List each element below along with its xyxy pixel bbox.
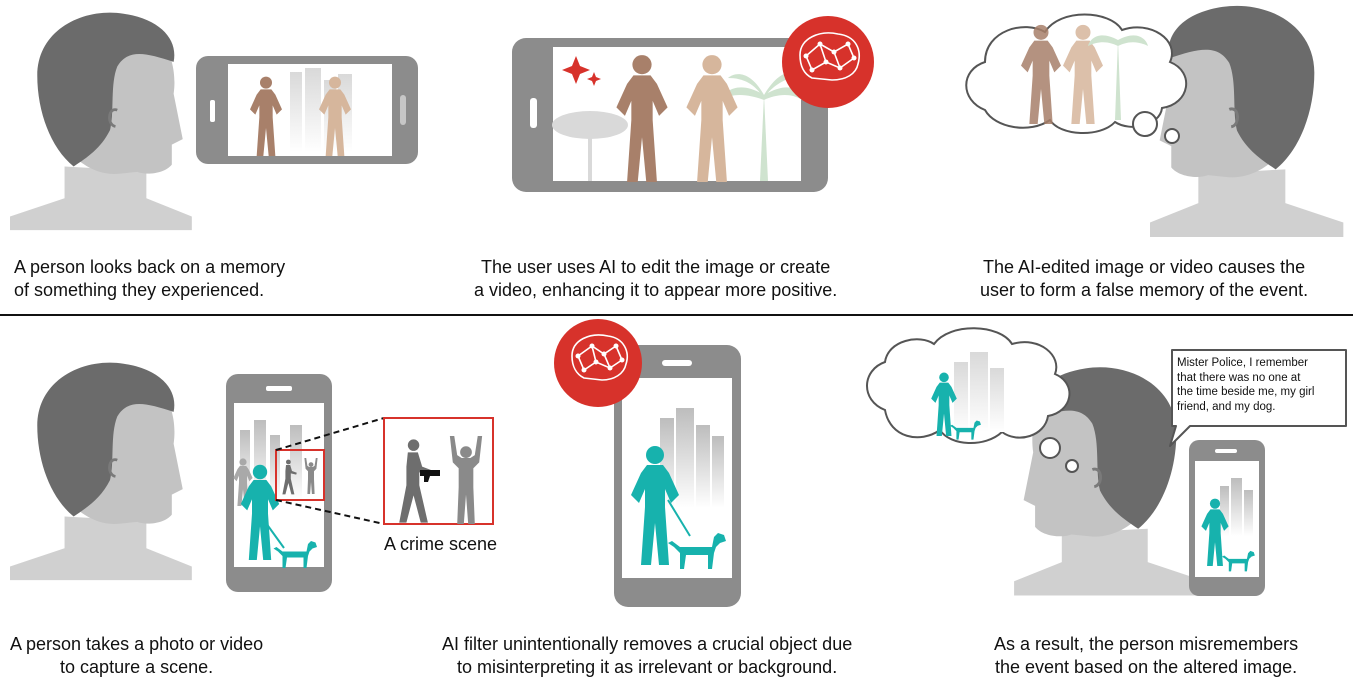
- panel-4-illustration: [10, 361, 494, 592]
- sparkle-icon: [562, 56, 601, 86]
- panel-1-illustration: [10, 11, 418, 232]
- speech-bubble-text: Mister Police, I remember that there was…: [1177, 357, 1315, 413]
- panel-5-illustration: [554, 319, 741, 607]
- speech-bubble-icon: [1169, 349, 1347, 447]
- head-silhouette-icon: [10, 11, 194, 232]
- ai-brain-icon: [782, 16, 874, 108]
- gun-icon: [420, 470, 440, 482]
- panel-2-illustration: [512, 16, 874, 192]
- thought-bubble-icon: [866, 327, 1079, 473]
- panel-3-illustration: [965, 5, 1345, 237]
- row-divider: [0, 314, 1353, 316]
- ai-brain-icon: [554, 319, 642, 407]
- crime-scene-label: A crime scene: [384, 534, 498, 554]
- panel-5-caption: AI filter unintentionally removes a cruc…: [442, 634, 853, 677]
- panel-6-illustration: [866, 327, 1347, 597]
- panel-2-caption: The user uses AI to edit the image or cr…: [474, 257, 838, 300]
